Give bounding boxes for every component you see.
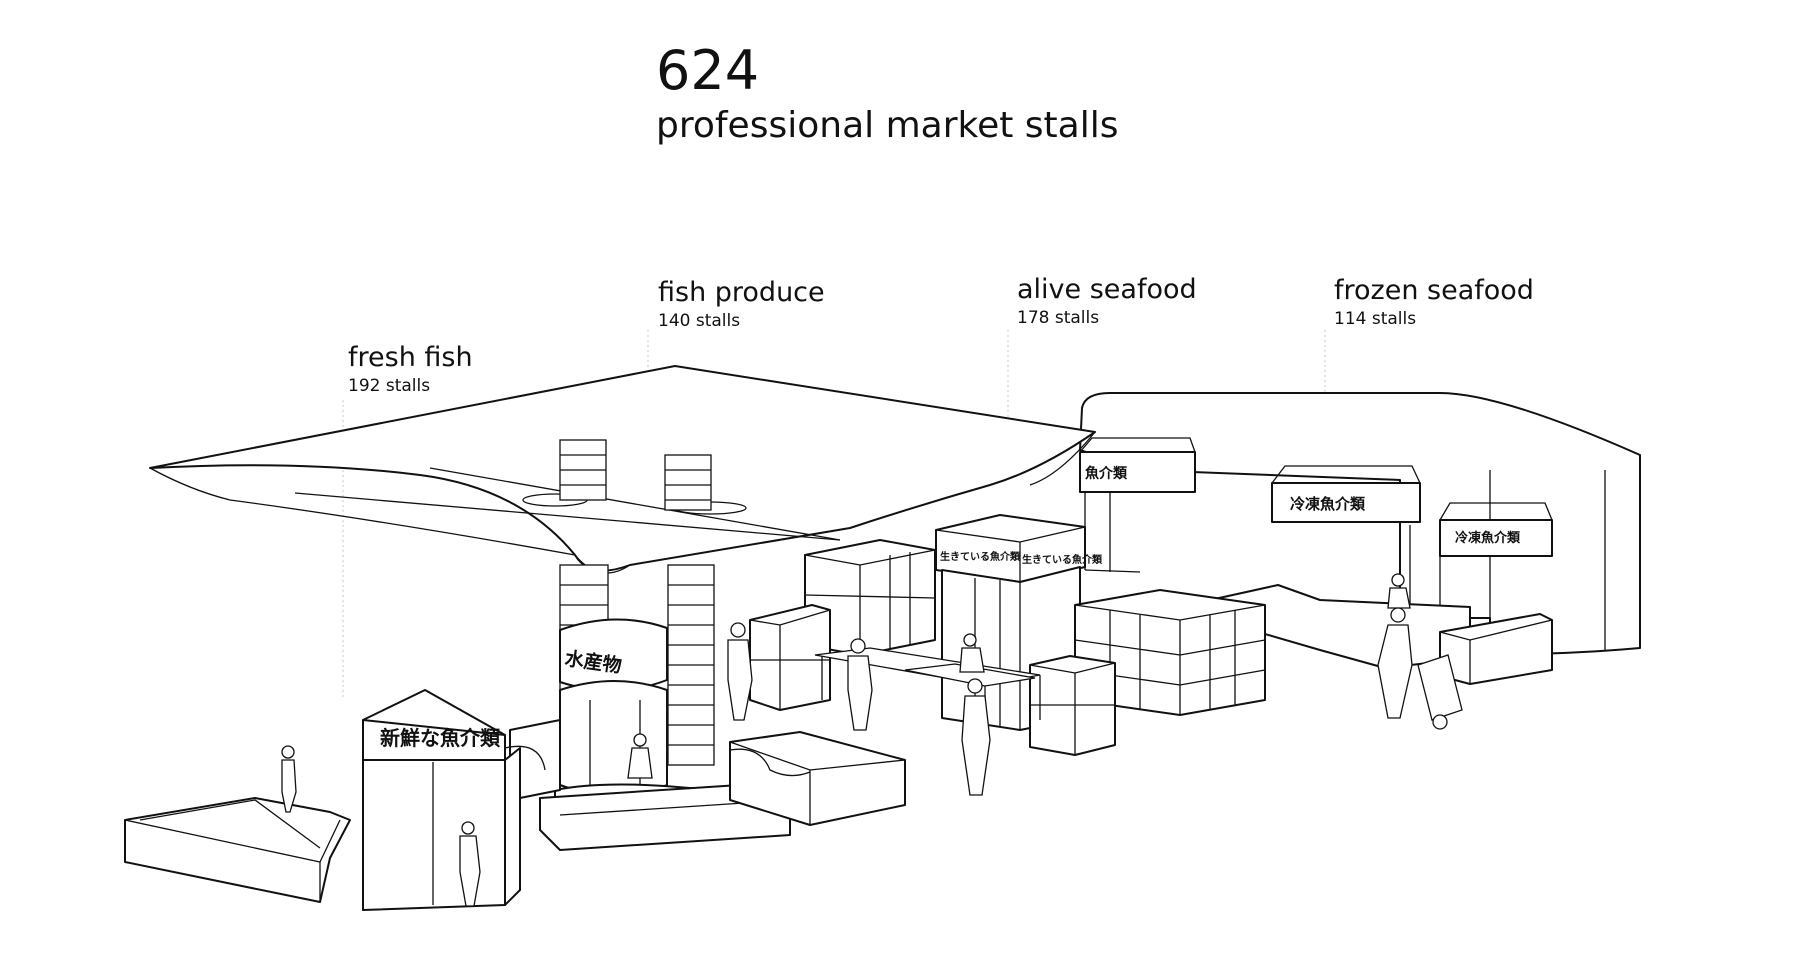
people-figures — [281, 573, 1463, 907]
section-label-fresh-fish: fresh fish 192 stalls — [348, 343, 473, 396]
curved-canopy-roof — [149, 365, 1096, 574]
section-count: 140 stalls — [658, 310, 741, 331]
total-stalls-caption: professional market stalls — [656, 105, 1119, 146]
total-stalls-number: 624 — [656, 39, 760, 102]
section-label-alive-seafood: alive seafood 178 stalls — [1017, 275, 1197, 328]
section-label-frozen-seafood: frozen seafood 114 stalls — [1334, 276, 1534, 329]
sign-frozen-seafood-2: 冷凍魚介類 — [1455, 530, 1521, 546]
section-name: alive seafood — [1017, 274, 1197, 305]
person-with-trolley — [1377, 607, 1463, 730]
person-figure — [627, 733, 653, 779]
section-label-fish-produce: fish produce 140 stalls — [658, 278, 825, 331]
sign-frozen-seafood: 冷凍魚介類 — [1290, 495, 1366, 513]
section-name: fresh fish — [348, 342, 473, 373]
frozen-seafood-hall — [1079, 392, 1641, 685]
section-count: 178 stalls — [1017, 307, 1100, 328]
section-count: 114 stalls — [1334, 308, 1417, 329]
sign-alive-seafood-left: 生きている魚介類 — [940, 550, 1021, 563]
produce-column — [554, 564, 726, 821]
person-figure — [727, 622, 753, 721]
section-name: frozen seafood — [1334, 275, 1534, 306]
sign-seafood-partial: 魚介類 — [1085, 465, 1128, 482]
sign-fresh-seafood: 新鮮な魚介類 — [380, 726, 501, 750]
crate-stacks — [749, 539, 1266, 756]
center-counters — [504, 719, 906, 851]
person-figure — [959, 633, 985, 673]
person-figure — [281, 745, 297, 813]
person-figure — [1387, 573, 1411, 609]
person-figure — [847, 638, 873, 731]
sign-alive-seafood-right: 生きている魚介類 — [1022, 553, 1103, 566]
person-figure — [459, 821, 481, 907]
person-figure — [961, 678, 991, 796]
market-signs: 新鮮な魚介類 水産物 生きている魚介類 生きている魚介類 魚介類 冷凍魚介類 冷… — [380, 465, 1521, 750]
section-name: fish produce — [658, 277, 825, 308]
total-stalls-header: 624 professional market stalls — [656, 44, 1118, 147]
section-count: 192 stalls — [348, 375, 431, 396]
